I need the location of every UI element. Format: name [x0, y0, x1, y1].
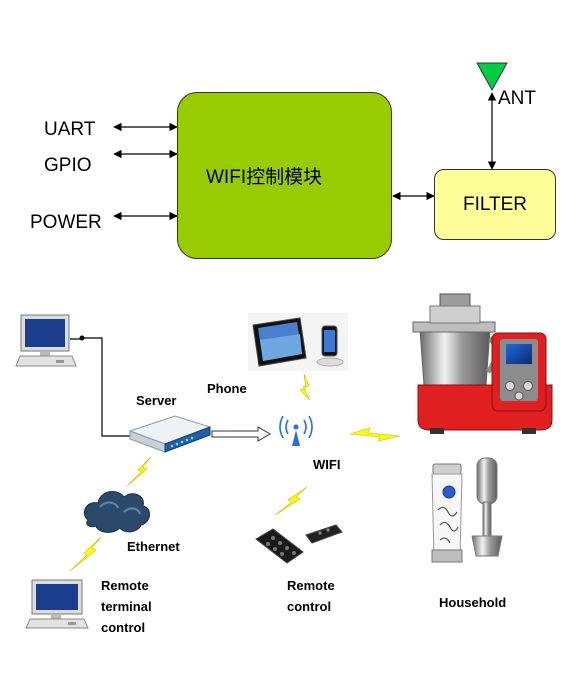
antenna-icon	[476, 62, 508, 92]
wifi-control-module-block: WIFI控制模块	[177, 92, 392, 259]
wifi-label: WIFI	[313, 457, 341, 472]
remote-terminal-line-1: Remote	[101, 578, 149, 593]
household-label: Household	[439, 595, 507, 610]
lightning-terminal-icon	[69, 536, 102, 572]
cooking-machine-icon	[412, 293, 553, 434]
tablet-phone-icon	[248, 313, 348, 371]
wifi-antenna-icon	[279, 415, 313, 446]
filter-label: FILTER	[462, 193, 528, 215]
lightning-router-icon	[126, 456, 152, 487]
remote-control-line-2: control	[287, 599, 332, 614]
filter-block: FILTER	[434, 169, 556, 240]
lan-cable	[70, 337, 132, 437]
lightning-remote-icon	[274, 486, 308, 516]
lightning-household-icon	[349, 427, 401, 442]
internet-cloud-icon	[83, 491, 150, 533]
desktop-computer-icon	[15, 314, 77, 367]
ethernet-label: Ethernet	[127, 539, 180, 554]
router-icon	[128, 415, 212, 453]
remote-terminal-line-3: control	[101, 620, 146, 635]
remote-control-label: Remote control	[287, 575, 335, 617]
remote-terminal-line-2: terminal	[101, 599, 152, 614]
remote-control-line-1: Remote	[287, 578, 335, 593]
gpio-label: GPIO	[44, 155, 92, 176]
uart-label: UART	[44, 119, 96, 140]
power-label: POWER	[30, 212, 102, 233]
antenna-label: ANT	[498, 88, 536, 109]
remote-terminal-label: Remote terminal control	[101, 575, 152, 638]
lightning-phone-icon	[299, 373, 311, 401]
remote-controls-icon	[255, 524, 343, 564]
blender-icon	[431, 457, 503, 563]
server-label: Server	[136, 393, 177, 408]
wifi-module-label: WIFI控制模块	[206, 167, 323, 188]
server-wifi-arrow	[211, 426, 271, 442]
remote-terminal-computer-icon	[25, 579, 89, 629]
phone-label: Phone	[207, 381, 247, 396]
